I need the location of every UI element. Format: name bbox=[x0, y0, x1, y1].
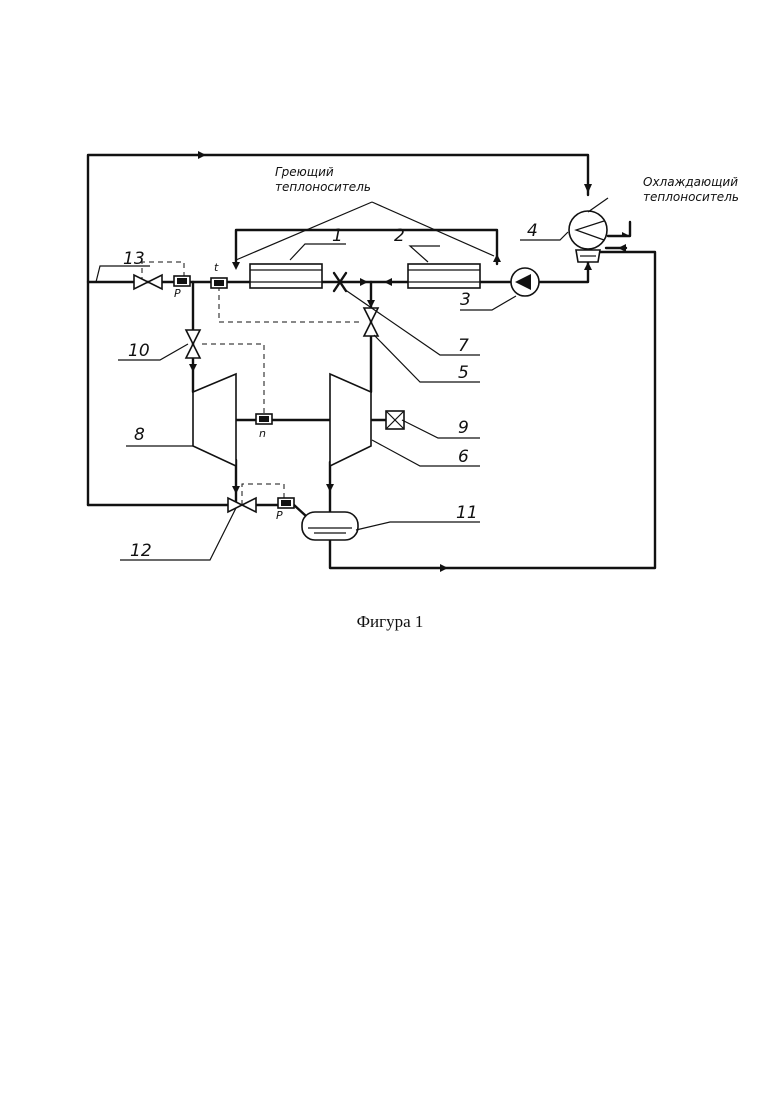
pump-3 bbox=[511, 268, 539, 296]
label-12: 12 bbox=[130, 541, 152, 561]
label-8: 8 bbox=[134, 425, 145, 445]
label-6: 6 bbox=[458, 447, 469, 467]
label-9: 9 bbox=[458, 418, 469, 438]
heat-exchanger-1 bbox=[250, 264, 322, 288]
label-13: 13 bbox=[123, 249, 145, 269]
generator-9 bbox=[386, 411, 404, 429]
heat-exchanger-2 bbox=[408, 264, 480, 288]
label-4: 4 bbox=[527, 221, 538, 241]
label-11: 11 bbox=[456, 503, 478, 523]
heating-carrier-line2: теплоноситель bbox=[275, 180, 371, 194]
label-3: 3 bbox=[460, 290, 471, 310]
label-1: 1 bbox=[332, 226, 343, 246]
pipeline bbox=[88, 155, 655, 568]
pressure-valve-13 bbox=[134, 275, 162, 289]
turbine-8 bbox=[193, 374, 236, 466]
speed-sensor-label: n bbox=[259, 427, 266, 440]
label-2: 2 bbox=[394, 226, 405, 246]
cooling-carrier-line2: теплоноситель bbox=[643, 190, 739, 204]
cooling-carrier-line1: Охлаждающий bbox=[643, 175, 738, 189]
temperature-sensor-label: t bbox=[214, 261, 219, 274]
pressure-sensor-1-label: P bbox=[174, 287, 181, 300]
valve-10 bbox=[186, 330, 200, 358]
turbine-6 bbox=[330, 374, 371, 466]
speed-sensor bbox=[256, 414, 272, 424]
label-7: 7 bbox=[458, 336, 469, 356]
pressure-sensor-1 bbox=[174, 276, 190, 286]
temperature-sensor bbox=[211, 278, 227, 288]
receiver-11 bbox=[302, 512, 358, 540]
pressure-sensor-2-label: P bbox=[276, 509, 283, 522]
figure-caption: Фигура 1 bbox=[0, 612, 780, 632]
valve-5 bbox=[364, 308, 378, 336]
heating-carrier-line1: Греющий bbox=[275, 165, 334, 179]
label-10: 10 bbox=[128, 341, 150, 361]
label-5: 5 bbox=[458, 363, 469, 383]
condenser-4 bbox=[569, 211, 607, 262]
pressure-sensor-2 bbox=[278, 498, 294, 508]
